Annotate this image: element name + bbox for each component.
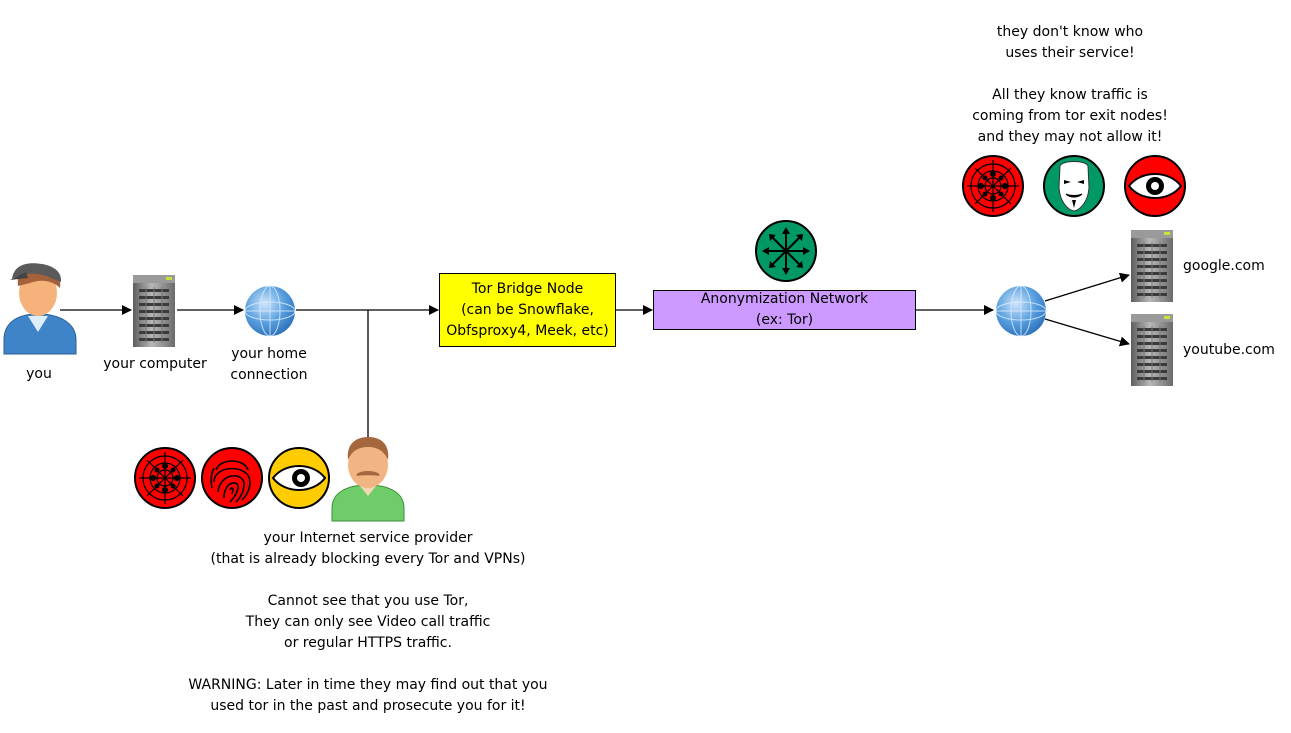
home-globe-icon — [244, 285, 296, 337]
tor-compass-icon — [755, 220, 817, 282]
label-you: you — [26, 366, 52, 382]
anonymization-network-box: Anonymization Network (ex: Tor) — [653, 290, 916, 330]
fingerprint-icon — [201, 447, 263, 509]
exit-globe-icon — [995, 285, 1047, 337]
tor-bridge-node-box: Tor Bridge Node (can be Snowflake, Obfsp… — [439, 273, 616, 347]
spider-web-icon — [134, 447, 196, 509]
user-avatar-icon — [3, 263, 77, 355]
eye-icon — [1124, 155, 1186, 217]
isp-note: your Internet service provider (that is … — [188, 530, 548, 714]
anonymization-network-label: Anonymization Network (ex: Tor) — [700, 291, 869, 328]
spider-web-icon — [962, 155, 1024, 217]
isp-person-icon — [331, 437, 405, 522]
label-youtube: youtube.com — [1183, 342, 1275, 358]
edge-exit-google — [1044, 272, 1130, 302]
google-server-icon — [1130, 229, 1174, 303]
youtube-server-icon — [1130, 313, 1174, 387]
label-home-connection: your home connection — [230, 346, 308, 383]
label-your-computer: your computer — [103, 356, 207, 372]
edge-exit-youtube — [1044, 318, 1130, 347]
eye-icon — [268, 447, 330, 509]
exit-nodes-note: they don't know who uses their service! … — [972, 24, 1168, 145]
anonymous-mask-icon — [1043, 155, 1105, 217]
computer-server-icon — [132, 274, 176, 348]
tor-bridge-node-label: Tor Bridge Node (can be Snowflake, Obfsp… — [446, 280, 609, 339]
label-google: google.com — [1183, 258, 1265, 274]
